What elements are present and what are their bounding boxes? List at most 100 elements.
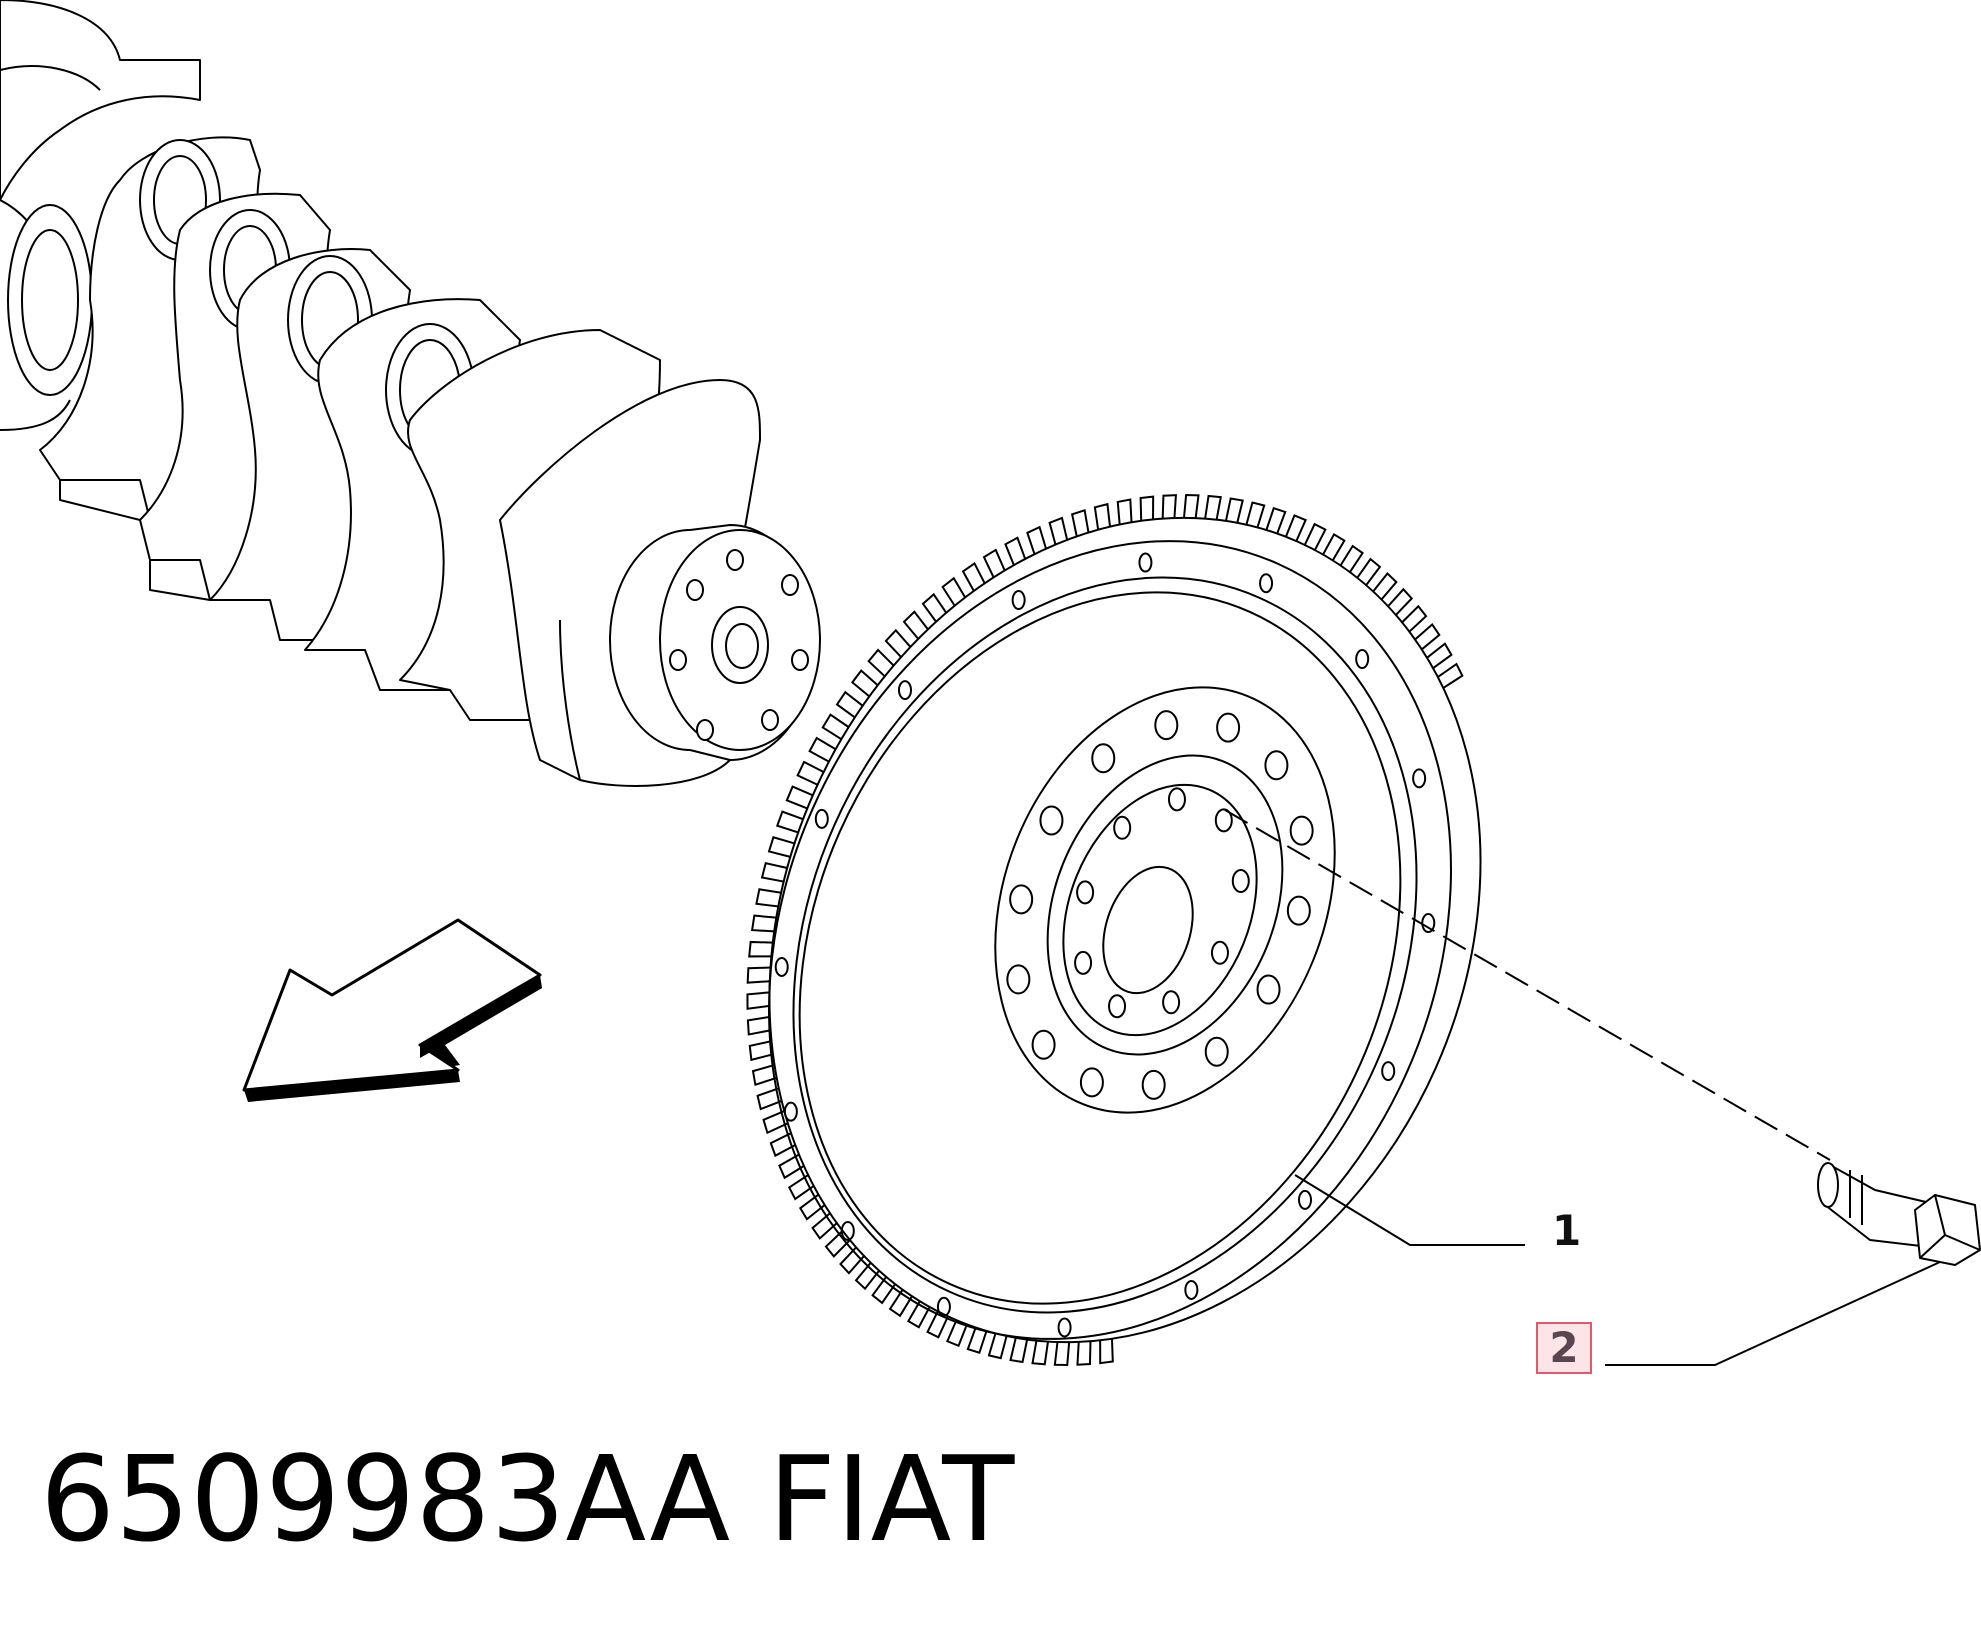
hub-hole [1214, 808, 1233, 833]
gear-tooth [1356, 557, 1382, 586]
rim-hole [1184, 1279, 1199, 1300]
gear-tooth [1372, 572, 1398, 601]
gear-tooth [767, 836, 795, 858]
rim-hole [1381, 1061, 1396, 1082]
hub-hole [1204, 1036, 1229, 1067]
gear-tooth [941, 576, 967, 607]
gear-tooth [1183, 494, 1200, 519]
gear-tooth [982, 548, 1006, 578]
rim-hole [1138, 552, 1153, 573]
gear-tooth [811, 1212, 838, 1240]
hub-hole [1074, 950, 1093, 975]
rim-hole [897, 680, 912, 701]
gear-tooth [1161, 494, 1177, 519]
callout-1-label[interactable]: 1 [1552, 1206, 1582, 1255]
hub-hole [1162, 990, 1181, 1015]
gear-tooth [1284, 514, 1307, 542]
direction-arrow [242, 918, 542, 1102]
gear-tooth [1265, 506, 1287, 534]
gear-tooth [750, 914, 777, 933]
gear-tooth [946, 1319, 968, 1348]
hub-hole [1154, 710, 1179, 741]
gear-tooth [1414, 622, 1441, 651]
gear-tooth [751, 1063, 778, 1087]
gear-tooth [835, 690, 864, 719]
hub-hole [1216, 712, 1241, 743]
gear-tooth [1116, 498, 1133, 525]
gear-tooth [756, 1087, 783, 1111]
gear-tooth [871, 1276, 896, 1305]
gear-tooth [1070, 508, 1090, 537]
gear-tooth [987, 1333, 1008, 1360]
hub-hole [1167, 787, 1186, 812]
rim-hole [783, 1101, 798, 1122]
gear-tooth [1004, 536, 1027, 566]
gear-tooth [1048, 516, 1069, 545]
rim-hole [840, 1220, 855, 1241]
gear-tooth [821, 713, 850, 741]
hub-hole [1108, 994, 1127, 1019]
part-number: 6509983AA [40, 1430, 731, 1568]
gear-tooth [1026, 525, 1047, 555]
gear-tooth [1339, 544, 1364, 573]
gear-tooth [850, 669, 879, 698]
gear-tooth [1009, 1337, 1029, 1364]
crankshaft [0, 0, 821, 787]
rim-hole [1011, 590, 1026, 611]
gear-tooth [1401, 604, 1428, 633]
gear-tooth [1093, 502, 1111, 530]
hub-hole [1039, 805, 1064, 836]
gear-tooth [839, 1246, 865, 1275]
gear-tooth [1204, 494, 1222, 520]
brand-name: FIAT [768, 1430, 1015, 1568]
hub-hole [1231, 868, 1250, 893]
callout-2-label[interactable]: 2 [1536, 1322, 1592, 1374]
ring-gear-teeth [746, 494, 1464, 1366]
gear-tooth [746, 1015, 771, 1036]
gear-tooth [798, 1193, 826, 1221]
gear-tooth [775, 810, 804, 834]
rim-hole [1057, 1317, 1072, 1338]
rim-hole [1259, 573, 1274, 594]
gear-tooth [884, 628, 912, 658]
hub-hole [1256, 974, 1281, 1005]
bolt [1817, 1162, 1981, 1266]
rim-hole [1355, 649, 1370, 670]
gear-tooth [854, 1262, 880, 1291]
hub-hole [1076, 880, 1095, 905]
gear-tooth [1031, 1340, 1049, 1366]
gear-tooth [966, 1327, 988, 1354]
gear-tooth [1303, 522, 1327, 551]
gear-tooth [748, 1040, 774, 1062]
gear-tooth [926, 1310, 949, 1339]
hub-hole [1289, 815, 1314, 846]
gear-tooth [785, 785, 814, 810]
hub-hole [1091, 743, 1116, 774]
hub-holes [1006, 710, 1314, 1100]
gear-tooth [1053, 1341, 1071, 1366]
gear-tooth [808, 736, 837, 763]
gear-tooth [902, 610, 929, 640]
leader-lines [1224, 809, 1941, 1366]
gear-tooth [1245, 501, 1266, 528]
hub-hole [1286, 895, 1311, 926]
gear-tooth [1426, 642, 1453, 670]
gear-tooth [961, 561, 986, 592]
rim-hole [814, 808, 829, 829]
rim-hole [936, 1296, 951, 1317]
gear-tooth [787, 1174, 815, 1201]
gear-tooth [1076, 1341, 1092, 1366]
gear-tooth [760, 861, 788, 883]
gear-tooth [1322, 532, 1346, 561]
hub-hole [1009, 884, 1034, 915]
hub-hole [1141, 1069, 1166, 1100]
gear-tooth [748, 940, 773, 958]
hub-hole [1210, 940, 1229, 965]
gear-tooth [1139, 495, 1155, 521]
gear-tooth [796, 760, 825, 786]
gear-tooth [1224, 497, 1244, 524]
hub-hole [1113, 815, 1132, 840]
gear-tooth [1099, 1338, 1114, 1365]
gear-tooth [746, 966, 771, 984]
